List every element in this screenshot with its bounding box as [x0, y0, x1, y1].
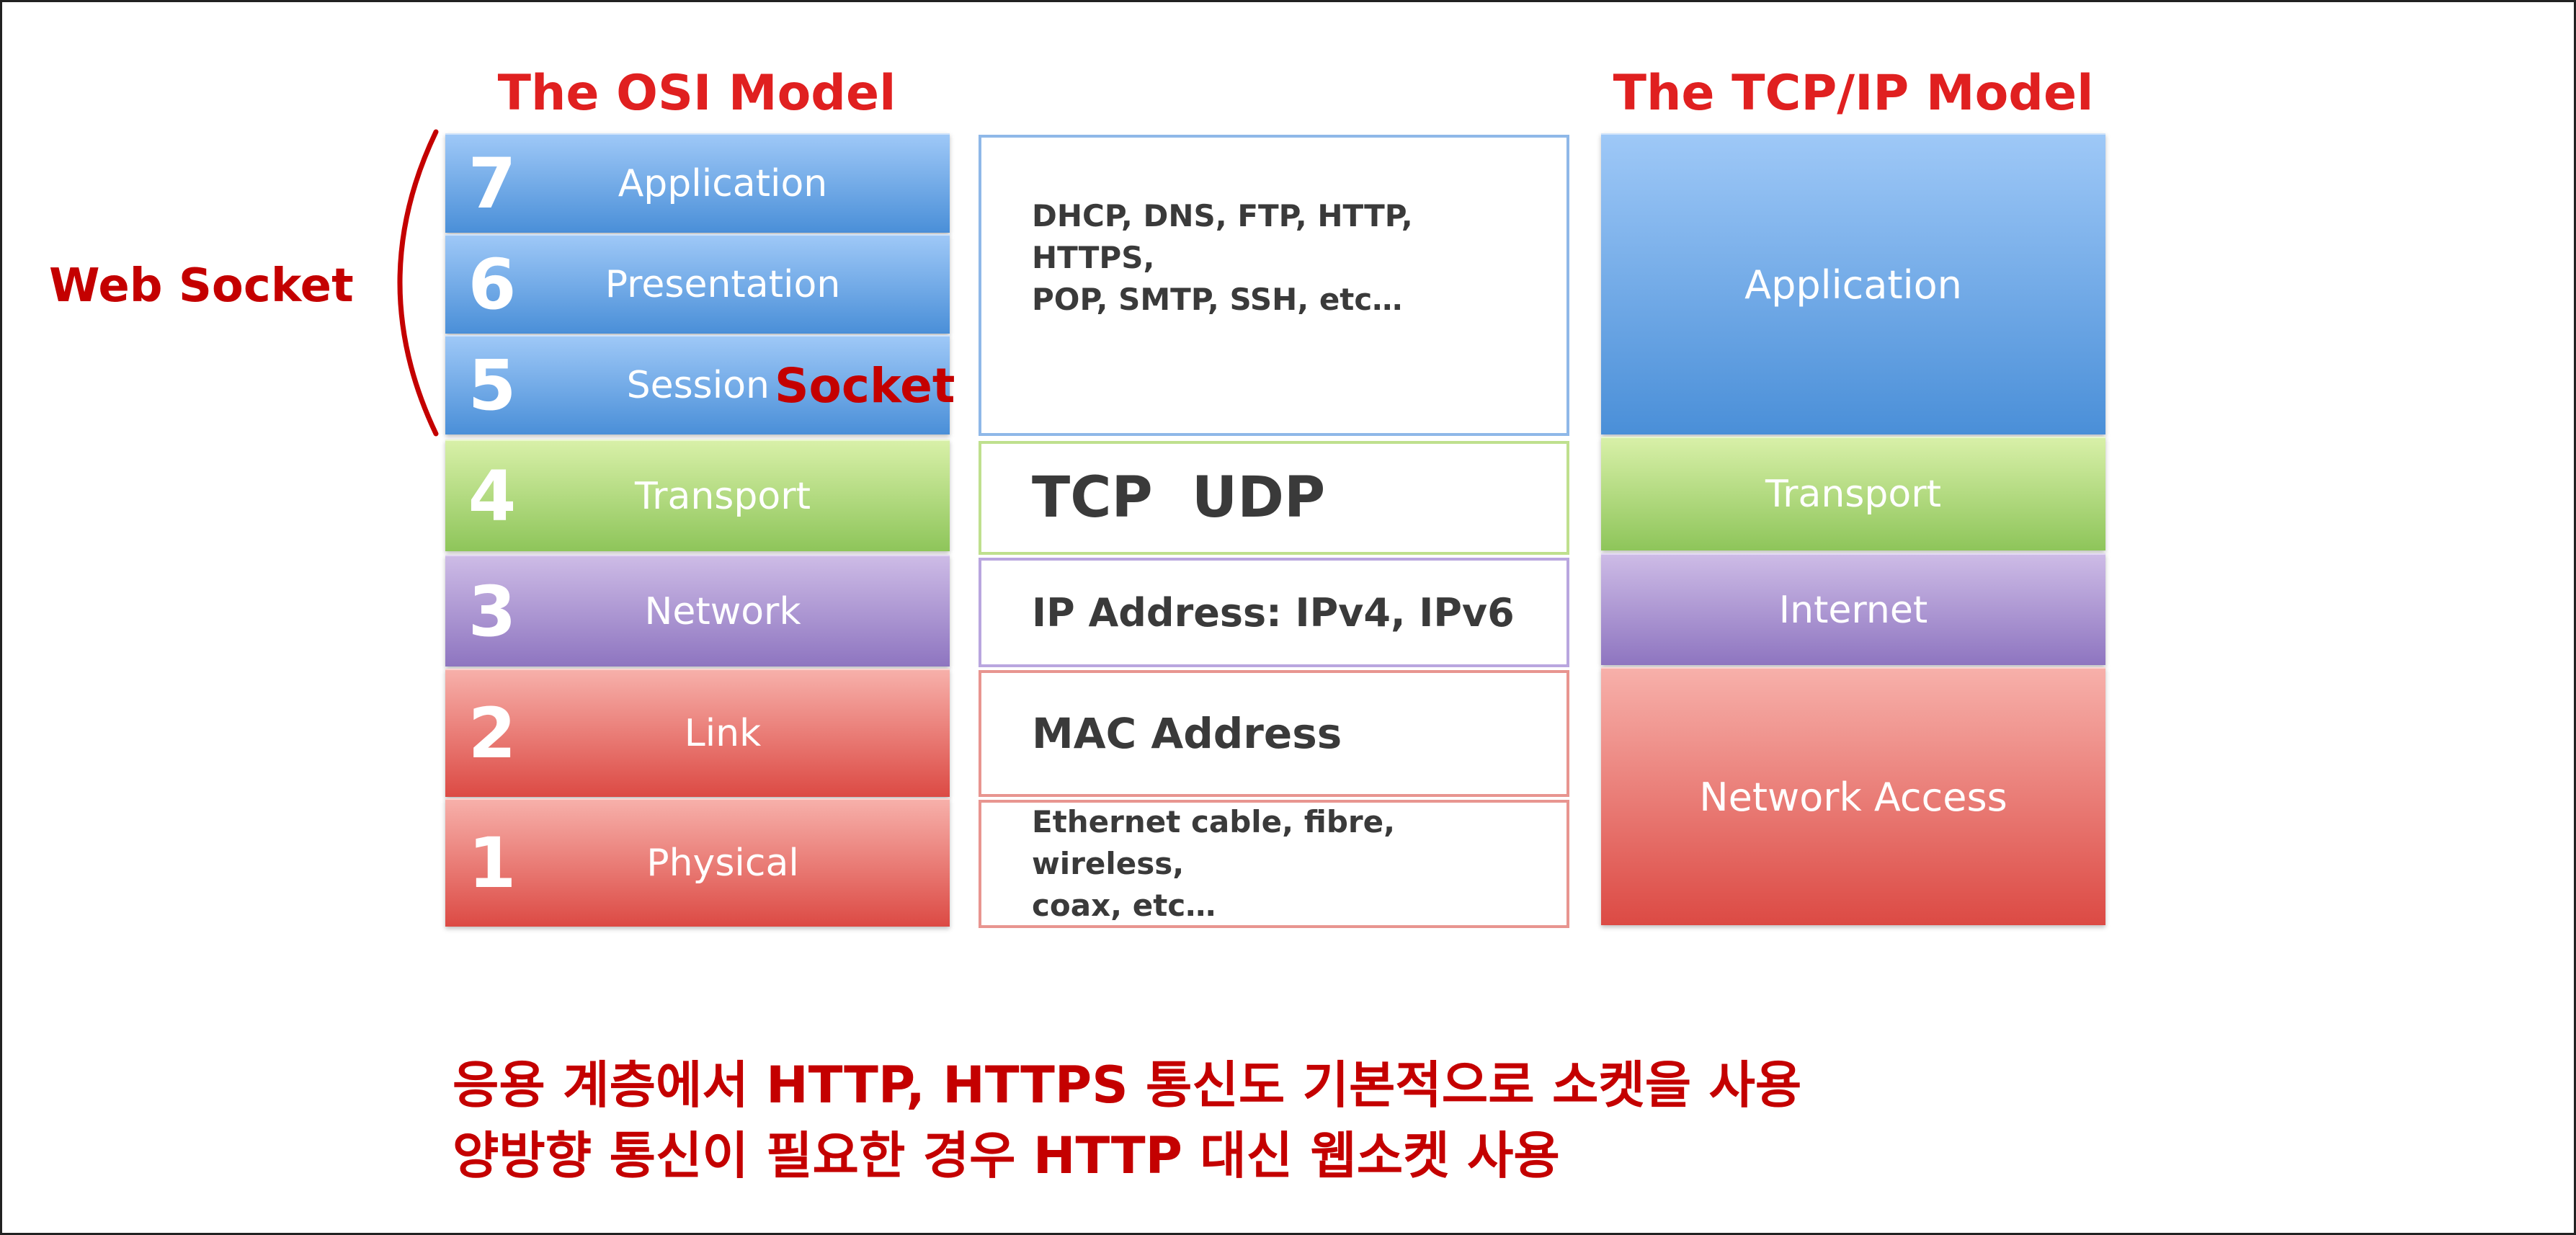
- note-line-2: 양방향 통신이 필요한 경우 HTTP 대신 웹소켓 사용: [453, 1126, 1560, 1185]
- web-socket-bracket: [397, 129, 439, 437]
- tcpip-layer-internet: Internet: [1601, 553, 2105, 665]
- layer-name: Internet: [1778, 588, 1928, 632]
- application-protocols-line2: POP, SMTP, SSH, etc…: [1032, 282, 1403, 317]
- osi-layer-7: 7 Application: [445, 133, 950, 233]
- tcpip-layer-transport: Transport: [1601, 437, 2105, 550]
- application-protocols-line1: DHCP, DNS, FTP, HTTP, HTTPS,: [1032, 198, 1413, 275]
- transport-protocols: TCP UDP: [1032, 465, 1326, 530]
- transport-protocols-box: TCP UDP: [979, 441, 1569, 555]
- layer-number: 4: [468, 455, 517, 537]
- link-protocols-box: MAC Address: [979, 670, 1569, 797]
- osi-layer-1: 1 Physical: [445, 798, 950, 927]
- tcpip-model-title: The TCP/IP Model: [1613, 65, 2094, 122]
- osi-layer-2: 2 Link: [445, 669, 950, 797]
- layer-name: Application: [1744, 262, 1962, 308]
- osi-layer-6: 6 Presentation: [445, 234, 950, 334]
- physical-protocols-line2: coax, etc…: [1032, 888, 1216, 923]
- network-protocols-box: IP Address: IPv4, IPv6: [979, 558, 1569, 667]
- layer-name: Link: [684, 712, 762, 755]
- osi-layer-5: 5 Session: [445, 335, 950, 434]
- layer-name: Presentation: [605, 263, 841, 306]
- osi-model-title: The OSI Model: [497, 65, 896, 122]
- layer-number: 7: [468, 143, 517, 224]
- network-protocols: IP Address: IPv4, IPv6: [1032, 589, 1515, 636]
- socket-label: Socket: [775, 358, 955, 414]
- physical-protocols-box: Ethernet cable, fibre, wireless, coax, e…: [979, 800, 1569, 928]
- layer-name: Transport: [634, 474, 811, 518]
- layer-number: 1: [468, 823, 517, 904]
- tcpip-layer-application: Application: [1601, 133, 2105, 434]
- physical-protocols-line1: Ethernet cable, fibre, wireless,: [1032, 804, 1396, 881]
- layer-name: Network Access: [1699, 774, 2007, 820]
- osi-layer-3: 3 Network: [445, 555, 950, 666]
- application-protocols-box: DHCP, DNS, FTP, HTTP, HTTPS, POP, SMTP, …: [979, 135, 1569, 436]
- web-socket-label: Web Socket: [49, 259, 354, 313]
- layer-name: Transport: [1765, 473, 1941, 516]
- link-protocols: MAC Address: [1032, 709, 1342, 758]
- layer-number: 3: [468, 571, 517, 652]
- layer-name: Network: [644, 589, 801, 633]
- layer-number: 6: [468, 244, 517, 325]
- osi-layer-4: 4 Transport: [445, 440, 950, 551]
- layer-name: Physical: [646, 842, 799, 885]
- layer-name: Application: [618, 162, 828, 205]
- layer-number: 5: [468, 345, 517, 426]
- layer-number: 2: [468, 693, 517, 774]
- note-line-1: 응용 계층에서 HTTP, HTTPS 통신도 기본적으로 소켓을 사용: [453, 1056, 1802, 1115]
- layer-name: Session: [626, 364, 770, 407]
- tcpip-layer-network-access: Network Access: [1601, 667, 2105, 925]
